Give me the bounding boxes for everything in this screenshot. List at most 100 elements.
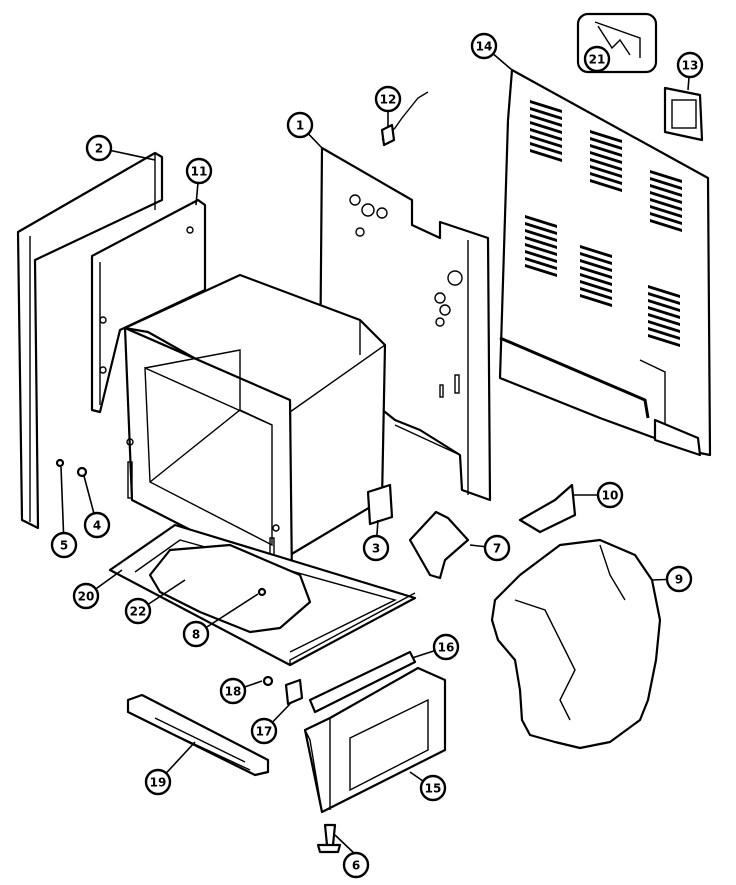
callout-labels: 1 2 3 4 5 6 7 8 9 10 11 12 13 14 15 16 1… bbox=[50, 32, 704, 879]
svg-text:22: 22 bbox=[130, 605, 147, 619]
svg-text:4: 4 bbox=[93, 519, 101, 533]
louver-slot bbox=[525, 250, 557, 263]
svg-text:1: 1 bbox=[296, 119, 304, 133]
louver-slot bbox=[530, 100, 562, 113]
oven-cavity bbox=[123, 273, 387, 584]
part-10-hinge bbox=[518, 483, 577, 534]
louver-slot bbox=[580, 266, 612, 279]
louver-slot bbox=[650, 191, 682, 204]
svg-text:17: 17 bbox=[256, 725, 273, 739]
svg-text:19: 19 bbox=[150, 776, 167, 790]
part-7-hinge bbox=[408, 510, 470, 580]
drawer-rail bbox=[308, 650, 417, 714]
insulation-blanket bbox=[490, 538, 662, 750]
callout-16: 16 bbox=[432, 633, 460, 661]
louver-slot bbox=[530, 142, 562, 155]
louver-slot bbox=[530, 128, 562, 141]
svg-text:9: 9 bbox=[675, 573, 683, 587]
part-18-screw bbox=[262, 675, 274, 687]
callout-14: 14 bbox=[470, 32, 498, 60]
bottom-insulation bbox=[148, 543, 312, 634]
svg-text:11: 11 bbox=[191, 165, 208, 179]
louver-slot bbox=[648, 327, 680, 340]
louver-slot bbox=[590, 179, 622, 192]
rail-bracket bbox=[126, 693, 270, 777]
svg-text:5: 5 bbox=[60, 539, 68, 553]
callout-7: 7 bbox=[483, 534, 511, 562]
louver-slot bbox=[580, 273, 612, 286]
door-frame bbox=[16, 151, 164, 530]
part-13-box bbox=[663, 86, 704, 142]
drawer-body bbox=[303, 666, 447, 814]
rear-panel bbox=[498, 68, 712, 457]
part-5-screw bbox=[55, 458, 65, 468]
svg-text:13: 13 bbox=[682, 59, 699, 73]
svg-text:6: 6 bbox=[352, 859, 360, 873]
callout-9: 9 bbox=[665, 565, 693, 593]
louver-slot bbox=[650, 184, 682, 197]
louver-slot bbox=[580, 259, 612, 272]
louver-slot bbox=[525, 243, 557, 256]
louver-slot bbox=[590, 130, 622, 143]
part-4-screw bbox=[76, 466, 88, 478]
callout-13: 13 bbox=[676, 51, 704, 79]
louver-slot bbox=[648, 313, 680, 326]
callout-5: 5 bbox=[50, 531, 78, 559]
svg-text:10: 10 bbox=[602, 489, 619, 503]
svg-text:3: 3 bbox=[372, 542, 380, 556]
louver-slot bbox=[590, 144, 622, 157]
louver-slot bbox=[590, 158, 622, 171]
louver-slot bbox=[648, 306, 680, 319]
callout-3: 3 bbox=[362, 534, 390, 562]
callout-15: 15 bbox=[419, 774, 447, 802]
callout-8: 8 bbox=[182, 620, 210, 648]
louver-slot bbox=[530, 121, 562, 134]
callout-21: 21 bbox=[583, 45, 611, 73]
louver-slot bbox=[648, 292, 680, 305]
louver-slot bbox=[650, 205, 682, 218]
callout-22: 22 bbox=[124, 597, 152, 625]
svg-text:14: 14 bbox=[476, 40, 493, 54]
louver-slot bbox=[590, 151, 622, 164]
louver-slot bbox=[525, 257, 557, 270]
louver-slot bbox=[580, 294, 612, 307]
louver-slot bbox=[650, 170, 682, 183]
part-6-leveler bbox=[316, 823, 342, 854]
callout-4: 4 bbox=[83, 511, 111, 539]
louver-slot bbox=[648, 299, 680, 312]
callout-11: 11 bbox=[185, 157, 213, 185]
louver-slot bbox=[525, 236, 557, 249]
side-panel bbox=[318, 146, 492, 502]
louver-slot bbox=[530, 114, 562, 127]
louver-slot bbox=[530, 149, 562, 162]
louver-slot bbox=[530, 135, 562, 148]
louver-slot bbox=[580, 252, 612, 265]
callout-17: 17 bbox=[250, 717, 278, 745]
callout-6: 6 bbox=[342, 851, 370, 879]
louver-slot bbox=[648, 320, 680, 333]
svg-text:12: 12 bbox=[380, 93, 397, 107]
louver-slot bbox=[525, 222, 557, 235]
svg-text:16: 16 bbox=[438, 641, 455, 655]
callout-18: 18 bbox=[219, 677, 247, 705]
svg-text:7: 7 bbox=[493, 542, 501, 556]
louver-slot bbox=[648, 334, 680, 347]
louver-slot bbox=[650, 212, 682, 225]
louver-slot bbox=[590, 137, 622, 150]
louver-slot bbox=[650, 177, 682, 190]
louver-slot bbox=[580, 245, 612, 258]
part-17-clip bbox=[284, 678, 304, 706]
svg-text:8: 8 bbox=[192, 628, 200, 642]
louver-slot bbox=[580, 287, 612, 300]
callout-10: 10 bbox=[596, 481, 624, 509]
louver-slot bbox=[650, 219, 682, 232]
louver-slot bbox=[580, 280, 612, 293]
louver-slot bbox=[525, 264, 557, 277]
svg-text:2: 2 bbox=[95, 142, 103, 156]
louver-slot bbox=[530, 107, 562, 120]
louver-slot bbox=[650, 198, 682, 211]
callout-19: 19 bbox=[144, 768, 172, 796]
louver-slot bbox=[648, 285, 680, 298]
callout-1: 1 bbox=[286, 111, 314, 139]
